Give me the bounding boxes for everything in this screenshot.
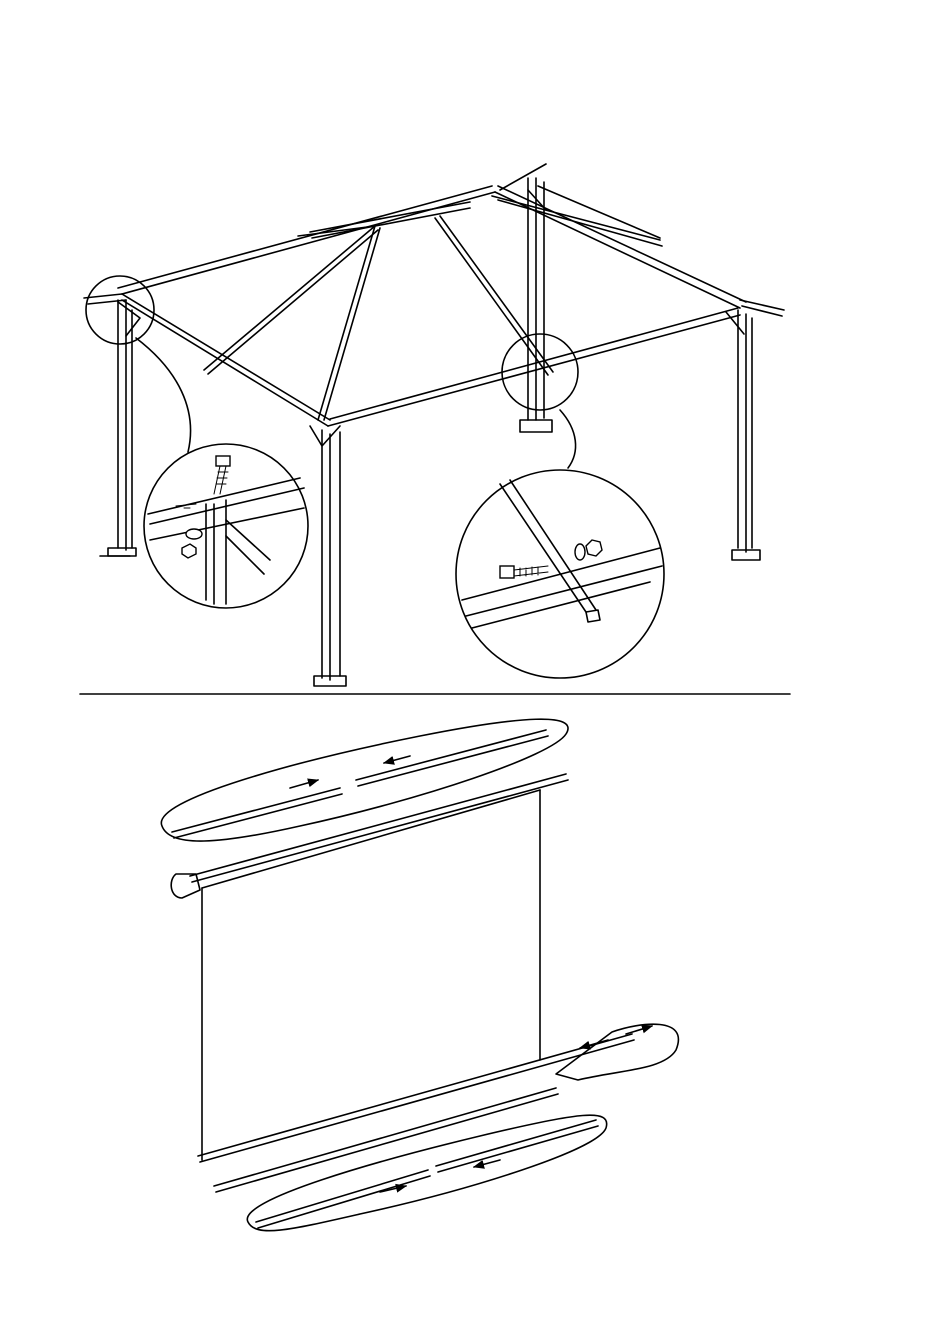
corner-braces xyxy=(118,190,744,446)
washer-icon-2 xyxy=(575,544,585,560)
leg-right xyxy=(732,310,760,560)
roof-perimeter xyxy=(84,186,784,426)
arrow-right-icon xyxy=(290,780,318,788)
arrow-left-icon xyxy=(384,756,410,763)
bottom-rod-joining xyxy=(247,1115,606,1231)
washer-icon xyxy=(186,529,202,539)
bolt-head-icon-2 xyxy=(500,566,514,578)
callout-circle-rafter xyxy=(502,334,578,410)
rafter-bolt-detail xyxy=(456,470,664,678)
gazebo-frame xyxy=(84,164,784,686)
curtain-panel xyxy=(202,790,540,1160)
nut-icon xyxy=(182,544,196,558)
bottom-rod-end-loop xyxy=(556,1024,678,1080)
curtain-rod-assembly xyxy=(161,719,678,1231)
nut-icon-2 xyxy=(586,540,602,556)
callout-circle-corner xyxy=(86,276,154,344)
top-rod-joining xyxy=(161,719,568,841)
leader-line-corner xyxy=(136,338,191,452)
bolt-head-icon xyxy=(216,456,230,466)
leg-front-left xyxy=(100,300,136,556)
arrow-left-icon-2 xyxy=(580,1040,608,1048)
corner-bolt-detail xyxy=(144,444,308,608)
top-rod-end-loop xyxy=(171,874,200,898)
leg-front-center xyxy=(314,430,346,686)
leader-line-rafter xyxy=(560,410,576,468)
